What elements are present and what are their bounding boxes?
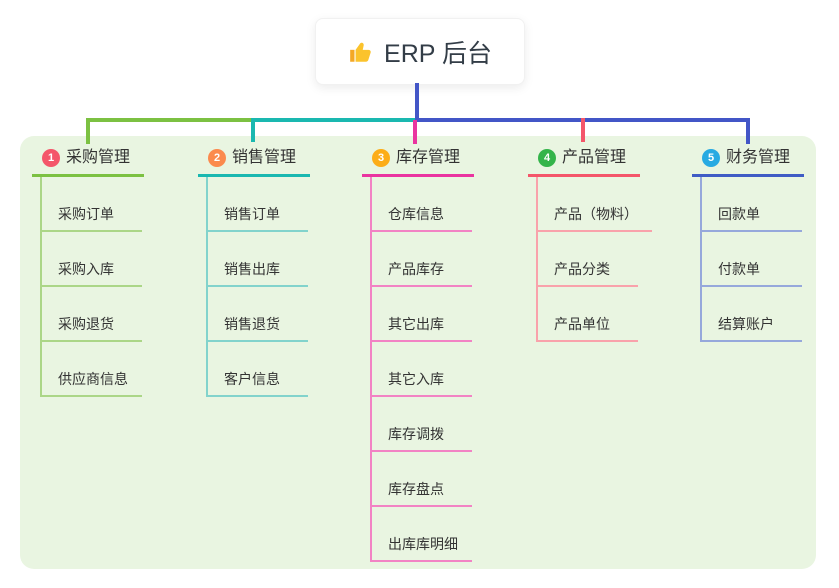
branch-number-badge: 4 [538, 149, 556, 167]
child-item[interactable]: 回款单 [700, 177, 802, 232]
child-item[interactable]: 其它入库 [370, 342, 472, 397]
child-item[interactable]: 产品单位 [536, 287, 638, 342]
child-item[interactable]: 结算账户 [700, 287, 802, 342]
branches-background-panel [20, 136, 816, 569]
connector-segment [581, 118, 585, 142]
child-item[interactable]: 出库库明细 [370, 507, 472, 562]
branch-title[interactable]: 5 财务管理 [692, 148, 805, 177]
branch-title[interactable]: 1 采购管理 [32, 148, 145, 177]
connector-segment [415, 83, 419, 122]
child-item[interactable]: 供应商信息 [40, 342, 142, 397]
root-node[interactable]: ERP 后台 [315, 18, 525, 85]
branch-title[interactable]: 3 库存管理 [362, 148, 475, 177]
branch-children: 仓库信息产品库存其它出库其它入库库存调拨库存盘点出库库明细 [370, 177, 472, 562]
branch-children: 采购订单采购入库采购退货供应商信息 [40, 177, 142, 397]
connector-segment [746, 118, 750, 144]
child-item[interactable]: 采购入库 [40, 232, 142, 287]
child-item[interactable]: 销售订单 [206, 177, 308, 232]
child-item[interactable]: 销售退货 [206, 287, 308, 342]
child-item[interactable]: 库存盘点 [370, 452, 472, 507]
child-item[interactable]: 其它出库 [370, 287, 472, 342]
child-item[interactable]: 客户信息 [206, 342, 308, 397]
branch-number-badge: 1 [42, 149, 60, 167]
child-item[interactable]: 销售出库 [206, 232, 308, 287]
child-item[interactable]: 付款单 [700, 232, 802, 287]
root-node-label: ERP 后台 [384, 39, 492, 68]
child-item[interactable]: 库存调拨 [370, 397, 472, 452]
branch-3: 3 库存管理仓库信息产品库存其它出库其它入库库存调拨库存盘点出库库明细 [362, 148, 475, 562]
branch-label: 产品管理 [562, 149, 627, 166]
branch-children: 产品（物料）产品分类产品单位 [536, 177, 652, 342]
thumbs-up-icon [350, 42, 371, 62]
connector-segment [251, 118, 255, 142]
child-item[interactable]: 产品（物料） [536, 177, 652, 232]
branch-label: 采购管理 [66, 149, 131, 166]
branch-4: 4 产品管理产品（物料）产品分类产品单位 [528, 148, 652, 342]
child-item[interactable]: 采购订单 [40, 177, 142, 232]
branch-title[interactable]: 2 销售管理 [198, 148, 311, 177]
branch-label: 销售管理 [232, 149, 297, 166]
connector-segment [86, 118, 255, 122]
branch-children: 销售订单销售出库销售退货客户信息 [206, 177, 308, 397]
connector-segment [413, 120, 417, 144]
branch-1: 1 采购管理采购订单采购入库采购退货供应商信息 [32, 148, 145, 397]
branch-number-badge: 3 [372, 149, 390, 167]
branch-title[interactable]: 4 产品管理 [528, 148, 641, 177]
connector-segment [251, 118, 417, 122]
connector-segment [86, 118, 90, 144]
branch-number-badge: 2 [208, 149, 226, 167]
branch-5: 5 财务管理回款单付款单结算账户 [692, 148, 805, 342]
child-item[interactable]: 仓库信息 [370, 177, 472, 232]
branch-number-badge: 5 [702, 149, 720, 167]
child-item[interactable]: 产品库存 [370, 232, 472, 287]
branch-label: 财务管理 [726, 149, 791, 166]
branch-children: 回款单付款单结算账户 [700, 177, 802, 342]
child-item[interactable]: 产品分类 [536, 232, 638, 287]
branch-2: 2 销售管理销售订单销售出库销售退货客户信息 [198, 148, 311, 397]
branch-label: 库存管理 [396, 149, 461, 166]
child-item[interactable]: 采购退货 [40, 287, 142, 342]
